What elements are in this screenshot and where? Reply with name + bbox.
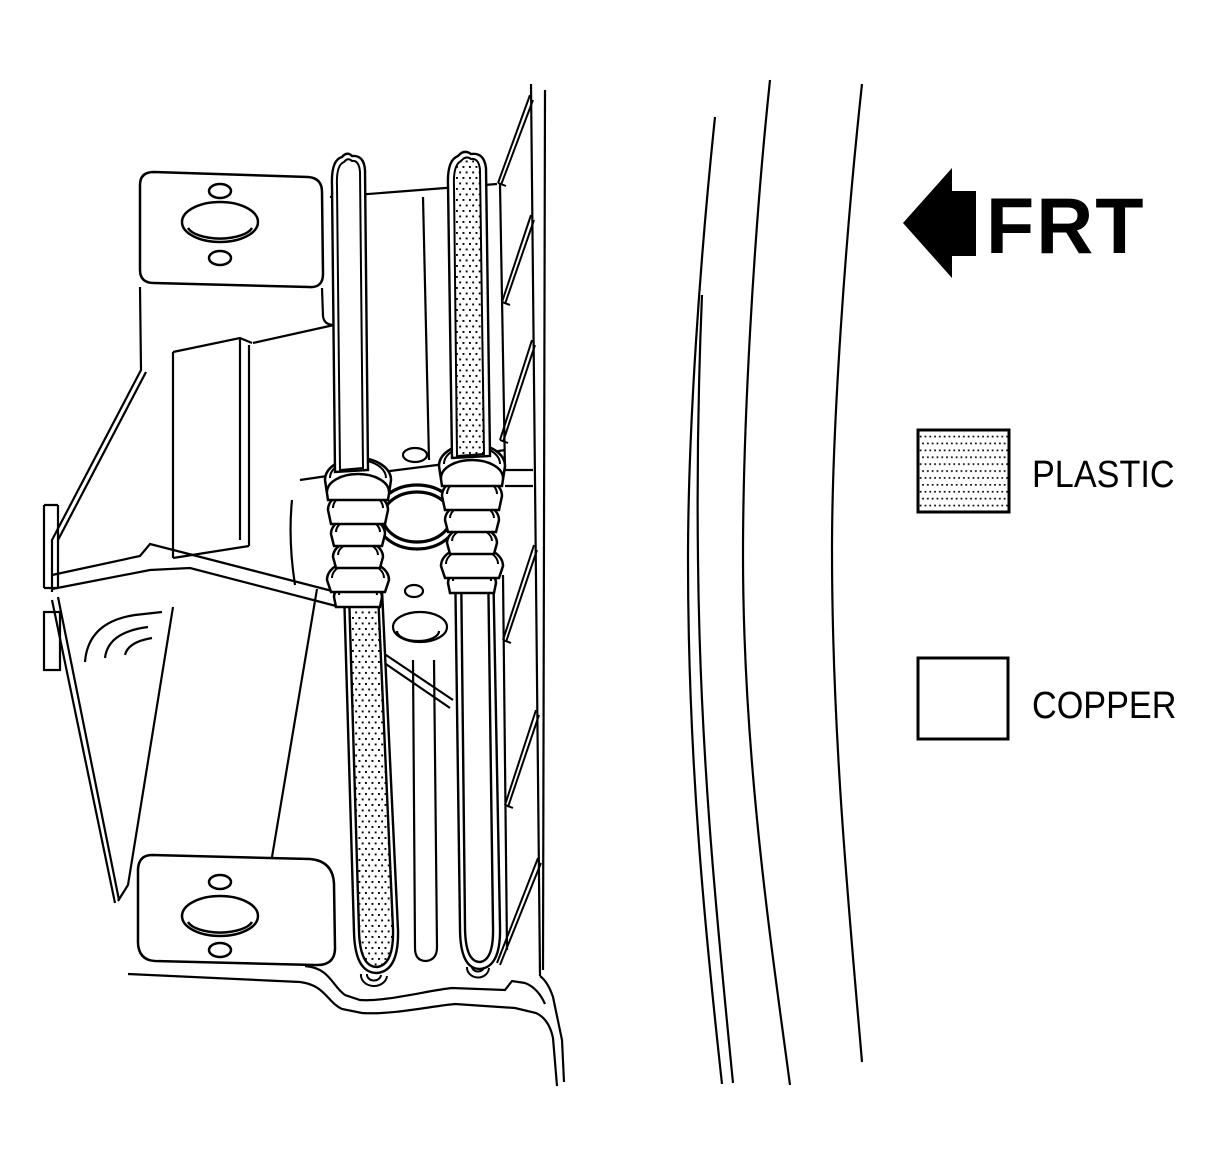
copper-tube-lower [453, 556, 502, 979]
plastic-label: PLASTIC [1032, 454, 1175, 496]
bottom-bracket-plate [136, 853, 337, 967]
frt-arrow-icon [903, 168, 976, 278]
quick-connector-right [437, 442, 507, 595]
bracket-body [42, 286, 559, 1087]
connector-right-rim [439, 458, 505, 479]
plastic-tube-lower [342, 588, 400, 987]
plastic-swatch [916, 428, 1011, 514]
plastic-tube-upper [446, 150, 492, 460]
frt-label: FRT [986, 181, 1146, 270]
top-bracket-plate [138, 170, 325, 289]
copper-tube-upper [330, 152, 370, 474]
copper-label: COPPER [1032, 685, 1177, 727]
rail-hatch-marks [496, 94, 542, 966]
copper-swatch [916, 656, 1010, 741]
legend [916, 428, 1011, 741]
body-panel-curves [686, 79, 864, 1086]
connector-left-rim [325, 472, 391, 493]
